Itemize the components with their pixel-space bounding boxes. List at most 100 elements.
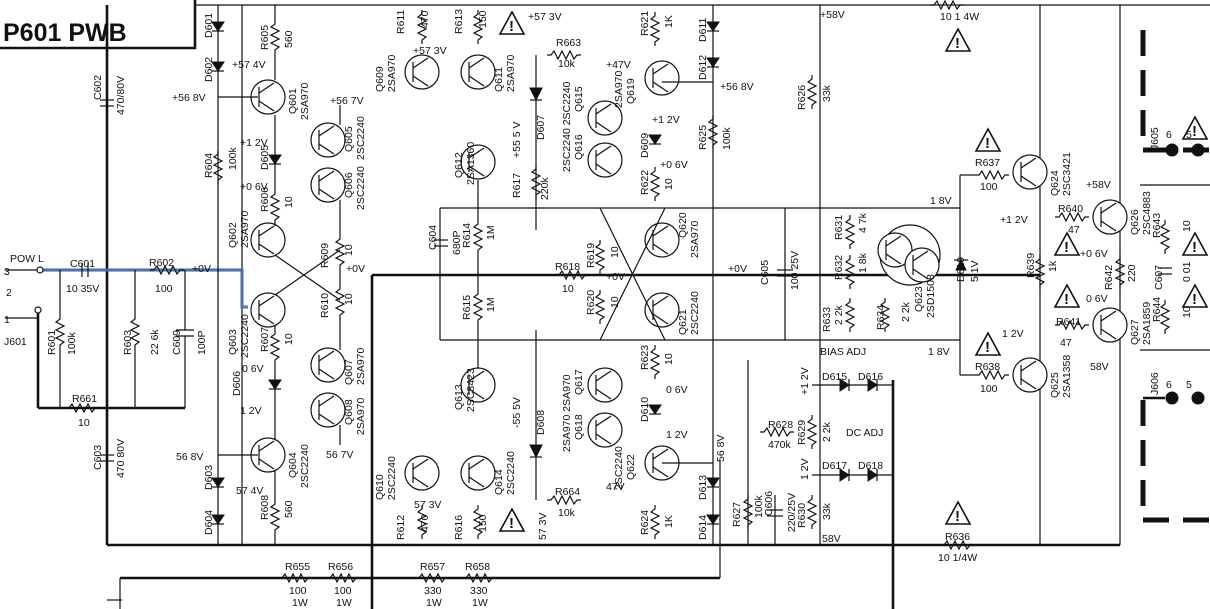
svg-text:R656: R656 <box>328 561 353 573</box>
svg-text:D613: D613 <box>697 475 709 500</box>
svg-text:C605: C605 <box>759 260 771 285</box>
svg-text:Q601: Q601 <box>287 88 299 114</box>
svg-text:10: 10 <box>1181 220 1193 232</box>
input-stage <box>211 5 346 545</box>
svg-text:6: 6 <box>1166 379 1172 391</box>
svg-text:!: ! <box>509 18 514 35</box>
svg-text:10: 10 <box>609 296 621 308</box>
svg-text:0 6V: 0 6V <box>1086 293 1108 305</box>
signal-path-highlight <box>40 268 248 309</box>
svg-text:56 8V: 56 8V <box>176 451 203 463</box>
j606-label: J606 <box>1149 372 1161 395</box>
svg-text:R602: R602 <box>149 257 174 269</box>
svg-text:2 2k: 2 2k <box>833 304 845 325</box>
svg-text:58V: 58V <box>1090 361 1109 373</box>
svg-text:R605: R605 <box>259 25 271 50</box>
svg-text:R658: R658 <box>465 561 490 573</box>
svg-text:22 6k: 22 6k <box>149 329 161 355</box>
svg-text:R610: R610 <box>319 293 331 318</box>
svg-text:1M: 1M <box>485 225 497 240</box>
svg-text:+55 5 V: +55 5 V <box>511 122 523 159</box>
svg-text:D616: D616 <box>858 371 883 383</box>
connector-j606 <box>1140 391 1210 523</box>
svg-text:D612: D612 <box>697 55 709 80</box>
j605-label: J605 <box>1149 127 1161 150</box>
svg-text:D614: D614 <box>697 515 709 540</box>
svg-text:10: 10 <box>283 196 295 208</box>
svg-text:2SC2240: 2SC2240 <box>355 166 367 210</box>
svg-text:R638: R638 <box>975 361 1000 373</box>
svg-text:10: 10 <box>1181 306 1193 318</box>
svg-text:1W: 1W <box>292 597 308 609</box>
svg-text:100: 100 <box>980 181 998 193</box>
svg-text:2SC2240: 2SC2240 <box>505 451 517 495</box>
svg-text:470: 470 <box>419 10 431 28</box>
bias-section <box>743 74 968 545</box>
svg-text:+57 4V: +57 4V <box>232 59 266 71</box>
svg-text:+1 2V: +1 2V <box>1000 214 1028 226</box>
svg-text:D608: D608 <box>535 410 547 435</box>
svg-text:0 6V: 0 6V <box>242 363 264 375</box>
svg-text:Q604: Q604 <box>287 452 299 478</box>
svg-text:R634: R634 <box>875 305 887 330</box>
svg-text:100: 100 <box>980 383 998 395</box>
svg-text:2SC4883: 2SC4883 <box>1141 191 1153 235</box>
svg-text:2SC3423: 2SC3423 <box>465 368 477 412</box>
svg-text:R623: R623 <box>639 345 651 370</box>
svg-text:100 25V: 100 25V <box>789 251 801 290</box>
svg-text:R616: R616 <box>453 515 465 540</box>
svg-text:+1 2V: +1 2V <box>799 367 811 395</box>
svg-text:10k: 10k <box>558 58 576 70</box>
svg-text:R639: R639 <box>1025 253 1037 278</box>
svg-text:R618: R618 <box>555 261 580 273</box>
svg-text:470 80V: 470 80V <box>115 439 127 478</box>
svg-text:R637: R637 <box>975 157 1000 169</box>
svg-text:R608: R608 <box>259 495 271 520</box>
svg-text:C602: C602 <box>92 75 104 100</box>
svg-text:Q624: Q624 <box>1049 170 1061 196</box>
svg-text:+0V: +0V <box>346 263 365 275</box>
svg-text:5: 5 <box>1186 379 1192 391</box>
svg-text:Q615: Q615 <box>573 86 585 112</box>
svg-text:2SA1360: 2SA1360 <box>465 142 477 185</box>
svg-text:Q603: Q603 <box>227 329 239 355</box>
svg-text:D610: D610 <box>639 397 651 422</box>
svg-text:R624: R624 <box>639 510 651 535</box>
svg-text:1K: 1K <box>663 15 675 28</box>
svg-text:D602: D602 <box>203 57 215 82</box>
svg-text:220: 220 <box>1126 264 1138 282</box>
svg-text:Q611: Q611 <box>493 67 505 92</box>
svg-text:56 7V: 56 7V <box>326 449 353 461</box>
svg-text:2SD1508: 2SD1508 <box>925 274 937 318</box>
svg-text:Q617: Q617 <box>573 369 585 395</box>
svg-text:!: ! <box>509 515 514 532</box>
dc-adj-label: DC ADJ <box>846 427 883 439</box>
svg-text:1 2V: 1 2V <box>240 405 262 417</box>
svg-text:10: 10 <box>343 293 355 305</box>
input-section <box>5 60 248 462</box>
svg-text:150: 150 <box>477 514 489 532</box>
svg-text:100k: 100k <box>753 494 765 518</box>
svg-text:R644: R644 <box>1151 297 1163 322</box>
svg-text:D605: D605 <box>259 145 271 170</box>
svg-text:0 01: 0 01 <box>1181 261 1193 282</box>
svg-text:+56 8V: +56 8V <box>720 81 754 93</box>
svg-text:+47V: +47V <box>606 59 631 71</box>
svg-text:Q621: Q621 <box>677 309 689 335</box>
svg-text:1k: 1k <box>1047 260 1059 272</box>
svg-text:100P: 100P <box>196 330 208 355</box>
svg-text:C609: C609 <box>171 330 183 355</box>
title-frame <box>0 0 197 50</box>
svg-text:1: 1 <box>4 314 10 326</box>
svg-text:10: 10 <box>78 417 90 429</box>
svg-text:R657: R657 <box>420 561 445 573</box>
svg-text:Q606: Q606 <box>343 172 355 198</box>
svg-text:+0 6V: +0 6V <box>1080 248 1108 260</box>
svg-text:Q618: Q618 <box>573 414 585 440</box>
svg-text:R606: R606 <box>259 187 271 212</box>
svg-text:+58V: +58V <box>1086 179 1111 191</box>
svg-text:2SC2240: 2SC2240 <box>299 444 311 488</box>
svg-text:R641: R641 <box>1056 316 1081 328</box>
svg-text:2: 2 <box>6 287 12 299</box>
